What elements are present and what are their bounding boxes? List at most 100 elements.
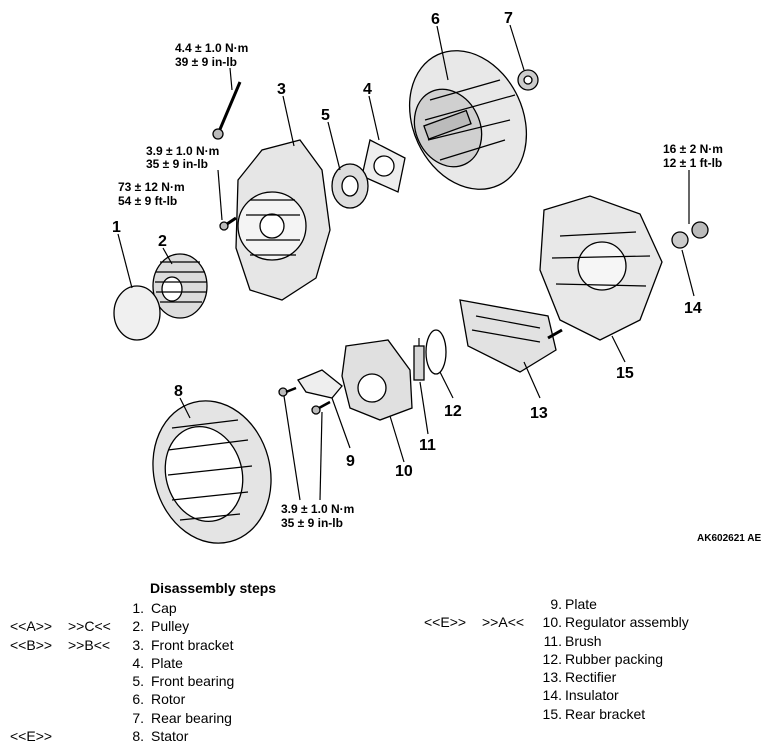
step-1: 1. Cap (10, 599, 310, 617)
step-label: Rear bracket (565, 705, 646, 722)
step-15: 15.Rear bracket (424, 705, 764, 723)
step-13: 13.Rectifier (424, 668, 764, 686)
bracket-screw-part (219, 216, 237, 231)
step-number: 13. (542, 669, 562, 686)
callout-1: 1 (112, 219, 121, 236)
step-5: 5. Front bearing (10, 672, 310, 690)
step-label: Front bearing (151, 673, 235, 690)
front-bearing-part (331, 163, 369, 209)
step-11: 11.Brush (424, 632, 764, 650)
rear-bracket-part (539, 195, 663, 341)
callout-9: 9 (346, 453, 355, 470)
step-number: 15. (542, 705, 562, 722)
steps-list-left: 1. Cap <<A>> >>C<< 2. Pulley <<B>> >>B<< 3. Fro… (10, 599, 310, 745)
through-bolt-part (212, 81, 242, 140)
steps-list-right: 9.Plate <<E>>>>A<<10.Regulator assembly … (424, 595, 764, 723)
torque-3-nm: 73 ± 12 N·m (118, 180, 185, 194)
leader-lines (117, 24, 695, 501)
step-mark-2: >>A<< (482, 614, 525, 631)
torque-5-nm: 3.9 ± 1.0 N·m (281, 502, 354, 516)
plate-9-part (297, 369, 343, 399)
step-label: Rotor (151, 691, 186, 708)
torque-5-inlb: 35 ± 9 in-lb (281, 516, 343, 530)
step-mark-2: >>B<< (68, 636, 111, 653)
step-label: Cap (151, 600, 177, 616)
callout-7: 7 (504, 10, 513, 27)
torque-1-inlb: 39 ± 9 in-lb (175, 55, 237, 69)
rubber-packing-part (425, 329, 447, 375)
step-number: 5. (132, 673, 144, 690)
torque-4-nm: 16 ± 2 N·m (663, 142, 723, 156)
insulator-part (671, 221, 709, 249)
step-mark-1: <<A>> (10, 618, 53, 635)
callout-12: 12 (444, 403, 462, 420)
step-8: <<E>> 8. Stator (10, 727, 310, 745)
step-mark-1: <<E>> (424, 614, 467, 631)
torque-2-nm: 3.9 ± 1.0 N·m (146, 144, 219, 158)
pulley-part (152, 253, 208, 319)
step-4: 4. Plate (10, 654, 310, 672)
step-2: <<A>> >>C<< 2. Pulley (10, 617, 310, 635)
step-number: 3. (132, 636, 144, 653)
step-label: Stator (151, 728, 189, 745)
callout-4: 4 (363, 81, 372, 98)
regulator-screws-part (278, 386, 331, 415)
step-number: 9. (550, 596, 562, 612)
step-label: Pulley (151, 618, 190, 635)
stator-part (152, 400, 272, 544)
callout-15: 15 (616, 365, 634, 382)
step-10: <<E>> >>A<< 10.Regulator assembly (424, 613, 764, 631)
step-9: 9.Plate (424, 595, 764, 613)
step-14: 14.Insulator (424, 686, 764, 704)
brush-part (413, 338, 425, 381)
callout-10: 10 (395, 463, 413, 480)
step-mark-2: >>C<< (68, 618, 111, 635)
torque-4-ftlb: 12 ± 1 ft-lb (663, 156, 722, 170)
steps-title: Disassembly steps (150, 580, 277, 596)
callout-6: 6 (431, 11, 440, 28)
step-number: 12. (542, 650, 562, 667)
step-label: Rear bearing (151, 709, 232, 726)
callout-5: 5 (321, 107, 330, 124)
callout-3: 3 (277, 81, 286, 98)
callout-8: 8 (174, 383, 183, 400)
regulator-assembly-part (341, 339, 413, 421)
step-label: Plate (151, 654, 183, 671)
step-number: 4. (132, 654, 144, 671)
step-label: Rubber packing (565, 650, 664, 667)
plate-part (361, 139, 406, 193)
step-mark-1: <<E>> (10, 728, 53, 745)
rotor-part (408, 50, 528, 190)
callout-11: 11 (419, 437, 436, 454)
step-number: 10. (542, 614, 562, 631)
front-bracket-part (235, 139, 331, 301)
torque-2-inlb: 35 ± 9 in-lb (146, 157, 208, 171)
step-label: Rectifier (565, 669, 617, 686)
step-number: 6. (132, 691, 144, 708)
rectifier-part (459, 299, 563, 373)
rear-bearing-part (517, 69, 539, 91)
callout-2: 2 (158, 233, 167, 250)
torque-1-nm: 4.4 ± 1.0 N·m (175, 41, 248, 55)
step-7: 7. Rear bearing (10, 709, 310, 727)
step-label: Brush (565, 632, 602, 649)
step-label: Regulator assembly (565, 614, 689, 631)
step-number: 7. (132, 709, 144, 726)
step-3: <<B>> >>B<< 3. Front bracket (10, 636, 310, 654)
step-number: 8. (132, 728, 144, 745)
callout-13: 13 (530, 405, 548, 422)
figure-reference: AK602621 AE (697, 533, 761, 544)
step-number: 11. (543, 632, 562, 649)
torque-3-ftlb: 54 ± 9 ft-lb (118, 194, 177, 208)
step-label: Plate (565, 596, 597, 612)
step-label: Insulator (565, 687, 619, 704)
step-number: 2. (132, 618, 144, 635)
step-6: 6. Rotor (10, 690, 310, 708)
callout-14: 14 (684, 300, 702, 317)
step-label: Front bracket (151, 636, 234, 653)
step-12: 12.Rubber packing (424, 650, 764, 668)
step-number: 1. (132, 600, 144, 616)
cap-part (113, 285, 161, 341)
step-mark-1: <<B>> (10, 636, 53, 653)
step-number: 14. (542, 687, 562, 704)
